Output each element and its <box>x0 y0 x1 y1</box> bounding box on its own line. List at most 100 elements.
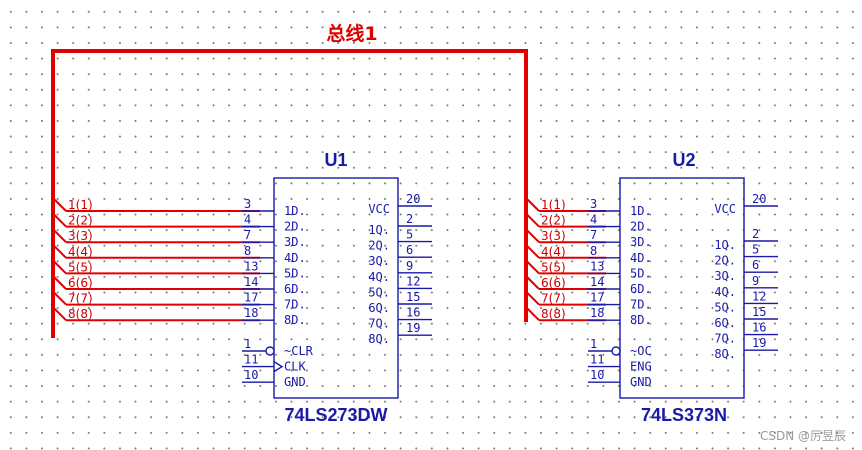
pin-number: 14 <box>244 275 258 289</box>
chip-part-label: 74LS373N <box>641 405 727 425</box>
pin-label: 1D. <box>284 204 306 218</box>
pin-number: 20 <box>406 192 420 206</box>
pin-label: ~OC <box>630 344 652 358</box>
pin-number: 5 <box>752 243 759 257</box>
bus-entry <box>525 306 540 321</box>
wire-label: 8(8) <box>68 307 93 321</box>
pin-label: 1D. <box>630 204 652 218</box>
pin-label: 8Q. <box>714 347 736 361</box>
wire-label: 3(3) <box>541 229 566 243</box>
pin-number: 18 <box>244 306 258 320</box>
wire-label: 2(2) <box>541 214 566 228</box>
pin-number: 3 <box>244 197 251 211</box>
pin-label: ~CLR <box>284 344 314 358</box>
bus-entry <box>52 244 67 259</box>
pin-label: 8D. <box>630 313 652 327</box>
pin-number: 19 <box>752 336 766 350</box>
chip-ref-label: U2 <box>672 150 695 170</box>
pin-number: 7 <box>590 228 597 242</box>
pin-number: 16 <box>406 306 420 320</box>
pin-number: 18 <box>590 306 604 320</box>
pin-number: 14 <box>590 275 604 289</box>
pin-number: 6 <box>406 243 413 257</box>
pin-number: 3 <box>590 197 597 211</box>
pin-number: 17 <box>244 291 258 305</box>
bus-entry <box>525 259 540 275</box>
bus-entry <box>52 275 67 290</box>
wire-label: 2(2) <box>68 214 93 228</box>
pin-label: 7D. <box>630 298 652 312</box>
inversion-bubble-icon <box>611 346 621 356</box>
pin-label: ENG <box>630 360 652 374</box>
pin-label: 4D. <box>630 251 652 265</box>
pin-number: 12 <box>406 274 420 288</box>
pin-number: 8 <box>244 244 251 258</box>
bus-entry <box>52 197 67 212</box>
pin-number: 15 <box>406 290 420 304</box>
pin-label: 2D. <box>284 220 306 234</box>
pin-label: GND <box>284 375 306 389</box>
pin-label: CLK <box>284 360 306 374</box>
pin-label: VCC <box>714 202 736 216</box>
pin-label: 5Q. <box>714 300 736 314</box>
pin-label: 2Q. <box>368 239 390 253</box>
pin-number: 17 <box>590 291 604 305</box>
pin-number: 13 <box>590 259 604 273</box>
pin-label: 2D. <box>630 220 652 234</box>
wire-label: 4(4) <box>68 245 93 259</box>
pin-label: 7Q. <box>714 332 736 346</box>
bus-entry <box>525 275 540 290</box>
bus-title: 总线1 <box>326 22 377 45</box>
pin-number: 8 <box>590 244 597 258</box>
pin-number: 2 <box>406 212 413 226</box>
wire-label: 3(3) <box>68 229 93 243</box>
pin-number: 9 <box>752 274 759 288</box>
pin-number: 12 <box>752 289 766 303</box>
clock-triangle-icon <box>273 361 284 373</box>
wire-label: 1(1) <box>541 198 566 212</box>
pin-label: 8D. <box>284 313 306 327</box>
bus-entry <box>52 290 67 306</box>
pin-label: 6Q. <box>714 316 736 330</box>
wire-label: 4(4) <box>541 245 566 259</box>
pin-number: 4 <box>244 213 251 227</box>
pin-number: 7 <box>244 228 251 242</box>
pin-label: 4Q. <box>714 285 736 299</box>
pin-number: 9 <box>406 259 413 273</box>
wire-label: 8(8) <box>541 307 566 321</box>
pin-number: 10 <box>244 368 258 382</box>
bus-line[interactable] <box>51 49 528 338</box>
pin-label: 3Q. <box>714 269 736 283</box>
pin-label: 6Q. <box>368 301 390 315</box>
bus-entry <box>52 259 67 275</box>
pin-label: 5D. <box>284 266 306 280</box>
pin-label: 5Q. <box>368 285 390 299</box>
pin-number: 20 <box>752 192 766 206</box>
pin-label: 4Q. <box>368 270 390 284</box>
pin-label: 2Q. <box>714 254 736 268</box>
pin-number: 16 <box>752 321 766 335</box>
pin-label: 1Q. <box>714 238 736 252</box>
wire-label: 6(6) <box>541 276 566 290</box>
pin-number: 6 <box>752 258 759 272</box>
pin-label: GND <box>630 375 652 389</box>
wire-label: 7(7) <box>68 292 93 306</box>
pin-label: 6D. <box>630 282 652 296</box>
pin-number: 19 <box>406 321 420 335</box>
bus-entry <box>525 244 540 259</box>
pin-number: 15 <box>752 305 766 319</box>
pin-label: VCC <box>368 202 390 216</box>
wire-label: 5(5) <box>68 260 93 274</box>
pin-number: 13 <box>244 259 258 273</box>
pin-number: 1 <box>244 337 251 351</box>
pin-label: 1Q. <box>368 223 390 237</box>
pin-label: 8Q. <box>368 332 390 346</box>
pin-number: 1 <box>590 337 597 351</box>
wire-label: 1(1) <box>68 198 93 212</box>
pin-number: 11 <box>244 353 258 367</box>
pin-label: 3D. <box>284 235 306 249</box>
